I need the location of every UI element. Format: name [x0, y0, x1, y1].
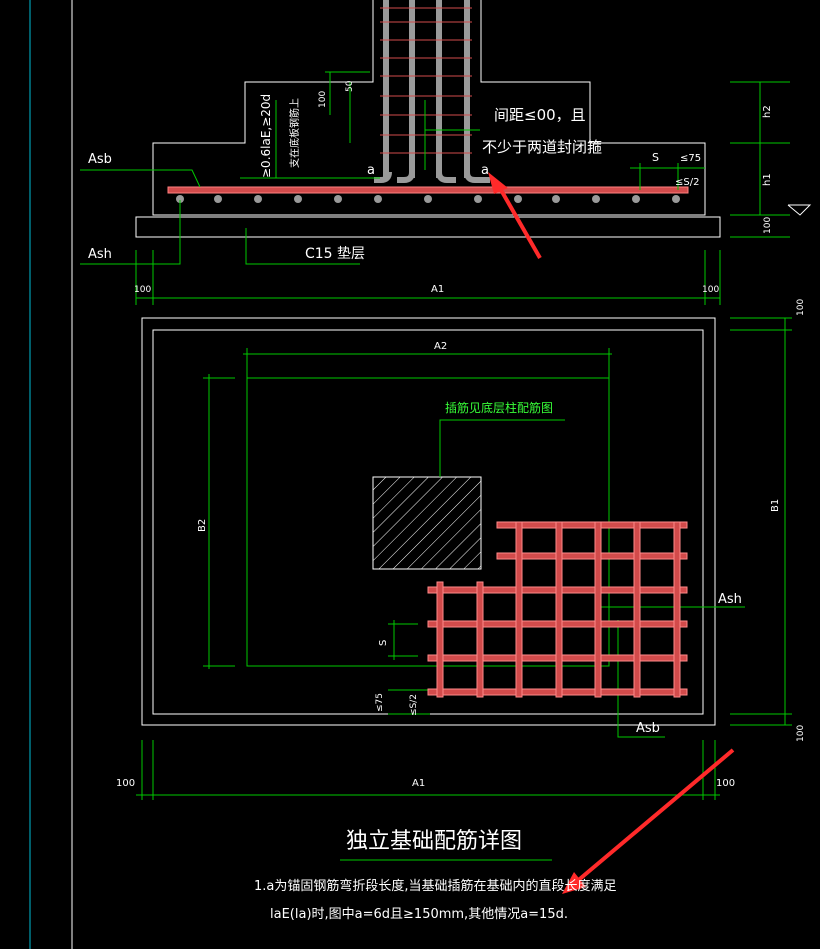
column-rebar — [383, 0, 389, 178]
dim-100-br: 100 — [702, 285, 719, 295]
dim-50-label: 50 — [345, 80, 355, 92]
mesh-bar-v — [515, 521, 523, 698]
rebar-dot — [254, 195, 262, 203]
level-symbol — [787, 204, 812, 216]
rebar-dot — [672, 195, 680, 203]
column-stirrups — [380, 7, 472, 154]
leader-column-note — [439, 419, 565, 477]
bottom-rebar-asb — [167, 186, 689, 194]
rebar-hook — [397, 171, 415, 183]
mesh-bar-v — [436, 581, 444, 698]
mesh-bar-h — [496, 552, 688, 560]
section-view: 间距≤00，且 不少于两道封闭箍 ≥0.6laE,≥20d 支在底板钢筋上 50… — [80, 0, 812, 305]
dim-les2-label: ≤S/2 — [675, 177, 699, 188]
rebar-hook — [436, 171, 456, 183]
dim-100-right: 100 — [763, 217, 773, 234]
dim-les2-plan: ≤S/2 — [409, 694, 419, 716]
dim-h1-label: h1 — [762, 173, 773, 186]
red-arrow-bottom — [562, 748, 735, 894]
dim-h2-label: h2 — [762, 105, 773, 118]
dim-b1-label: B1 — [770, 499, 781, 512]
rebar-dot — [374, 195, 382, 203]
plan-view: A2 B2 B1 100 100 插筋见底层柱配筋图 Ash Asb S ≤75… — [116, 299, 806, 800]
drawing-title: 独立基础配筋详图 — [346, 829, 522, 854]
label-asb: Asb — [88, 152, 112, 167]
column-rebar — [464, 0, 470, 178]
mesh-bar-v — [594, 521, 602, 698]
rebar-hook — [464, 171, 490, 183]
cushion-label: C15 垫层 — [305, 246, 365, 262]
rebar-mesh — [427, 521, 688, 698]
column-note: 插筋见底层柱配筋图 — [445, 400, 553, 415]
column-rebars — [374, 0, 490, 183]
column-outline — [152, 0, 706, 216]
rebar-hook — [374, 171, 392, 183]
rebar-dot — [632, 195, 640, 203]
dim-s-plan: S — [378, 640, 389, 646]
column-rebar — [409, 0, 415, 178]
dim-a2-label: A2 — [434, 341, 447, 352]
dim-100-brt: 100 — [796, 725, 806, 742]
dim-100-label: 100 — [318, 91, 328, 108]
label-a-right: a — [481, 163, 489, 178]
dim-100-right-plan: 100 — [716, 778, 735, 789]
spacing-note-2: 不少于两道封闭箍 — [482, 138, 602, 156]
anchor-note-2: 支在底板钢筋上 — [288, 98, 301, 168]
leader-asb — [80, 169, 201, 188]
dim-le75-plan: ≤75 — [375, 693, 385, 712]
red-arrow-top — [488, 172, 542, 259]
mesh-bar-h — [496, 521, 688, 529]
spacing-note-1: 间距≤00，且 — [494, 106, 586, 124]
dim-le75-label: ≤75 — [680, 153, 701, 164]
dim-s-label: S — [652, 151, 659, 164]
note-line-2: laE(la)时,图中a=6d且≥150mm,其他情况a=15d. — [270, 907, 568, 922]
rebar-dot — [592, 195, 600, 203]
bottom-rebar-dots — [176, 195, 680, 203]
leader-cushion — [245, 228, 360, 265]
rebar-dot — [214, 195, 222, 203]
rebar-dot — [514, 195, 522, 203]
rebar-dot — [294, 195, 302, 203]
mesh-bar-v — [633, 521, 641, 698]
rebar-dot — [474, 195, 482, 203]
section-dimension-lines — [80, 71, 790, 305]
mesh-bar-v — [673, 521, 681, 698]
label-ash-plan: Ash — [718, 592, 742, 607]
mesh-bar-v — [555, 521, 563, 698]
foundation-outline-outer — [141, 317, 716, 726]
dim-100-left-plan: 100 — [116, 778, 135, 789]
dim-b2-label: B2 — [197, 519, 208, 532]
rebar-dot — [552, 195, 560, 203]
label-asb-plan: Asb — [636, 721, 660, 736]
column-section — [372, 476, 482, 570]
mesh-bar-v — [476, 581, 484, 698]
note-line-1: 1.a为锚固钢筋弯折段长度,当基础插筋在基础内的直段长度满足 — [254, 878, 617, 894]
dim-a1-label: A1 — [431, 284, 444, 295]
rebar-dot — [334, 195, 342, 203]
dim-100-tr: 100 — [796, 299, 806, 316]
anchor-note: ≥0.6laE,≥20d — [259, 94, 273, 178]
label-a-left: a — [367, 163, 375, 178]
rebar-dot — [424, 195, 432, 203]
dim-a1-plan: A1 — [412, 778, 425, 789]
leader-asb — [617, 620, 665, 738]
column-rebar — [436, 0, 442, 178]
label-ash: Ash — [88, 247, 112, 262]
leader-ash — [80, 200, 181, 265]
dim-100-bl: 100 — [134, 285, 151, 295]
cushion-layer — [135, 216, 721, 238]
rebar-dot — [176, 195, 184, 203]
